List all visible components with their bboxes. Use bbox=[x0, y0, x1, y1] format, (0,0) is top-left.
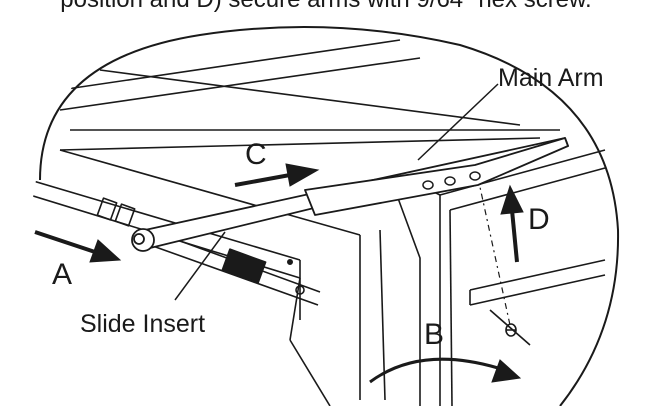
arrow-c bbox=[234, 163, 320, 187]
label-main-arm: Main Arm bbox=[498, 64, 604, 92]
label-step-c: C bbox=[245, 138, 267, 171]
label-slide-insert: Slide Insert bbox=[80, 310, 206, 338]
arm-mounting-holes bbox=[422, 171, 481, 190]
screw-alignment-dashed-line bbox=[477, 177, 511, 326]
label-step-d: D bbox=[528, 203, 550, 236]
slide-channel bbox=[96, 197, 321, 306]
cabinet-top-panel bbox=[59, 39, 560, 151]
label-step-b: B bbox=[424, 318, 445, 351]
arrow-d bbox=[500, 184, 524, 263]
label-step-a: A bbox=[52, 258, 73, 291]
arrow-a bbox=[34, 230, 122, 263]
slide-insert-leader bbox=[174, 231, 226, 301]
main-arm bbox=[131, 137, 569, 252]
instruction-text: position and D) secure arms with 9/64" h… bbox=[0, 0, 652, 14]
detail-circle-boundary bbox=[39, 26, 620, 406]
hex-screw bbox=[505, 323, 517, 337]
arrow-b bbox=[369, 357, 522, 384]
main-arm-leader bbox=[417, 83, 499, 161]
